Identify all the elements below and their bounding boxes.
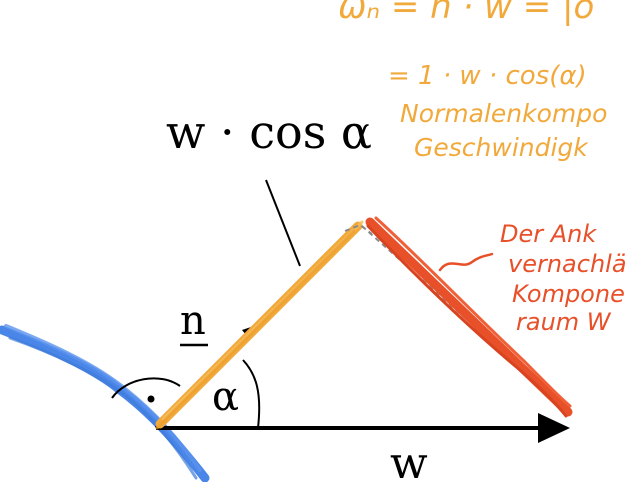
orange-note-2: = 1 · w · cos(α) [388,61,587,91]
red-note-2: vernachlä [508,250,627,278]
right-angle-arc [111,377,181,399]
red-note-3: Kompone [512,280,625,308]
orange-note-3: Normalenkompo [400,99,607,128]
red-squiggle [438,252,494,272]
projection-vector [155,220,364,430]
w-label: w [390,438,428,482]
perpendicular-component [365,216,573,418]
orange-note-4: Geschwindigk [414,133,589,162]
surface-curve [0,324,210,482]
right-angle-dot-icon [147,395,155,403]
orange-note-1: ωₙ = n · w = |o [338,0,594,27]
arrow-head-icon [538,413,570,443]
w-vector [156,413,570,443]
red-note-4: raum W [516,308,612,336]
angle-arc [242,359,261,429]
n-label: n [180,298,206,344]
leader-line [265,179,301,267]
red-note-1: Der Ank [500,220,597,248]
top-formula-label: w · cos α [166,105,372,159]
alpha-label: α [212,374,239,420]
